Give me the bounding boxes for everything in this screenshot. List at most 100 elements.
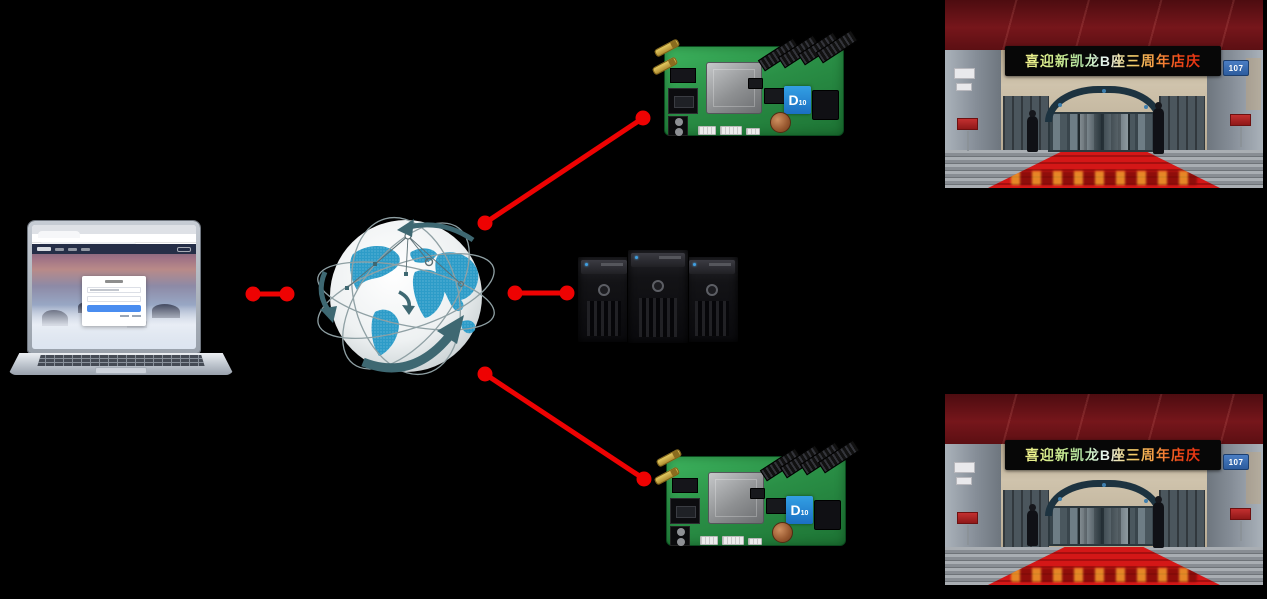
internet-globe <box>311 214 499 386</box>
white-connector <box>700 536 718 545</box>
facade-column <box>945 50 1001 150</box>
led-sign-text: 喜迎新凯龙B座三周年店庆 <box>1024 53 1202 69</box>
browser-tab-bar <box>32 225 196 238</box>
person-silhouette <box>1027 504 1038 546</box>
login-button <box>87 304 141 312</box>
red-sign-stand <box>1230 508 1251 541</box>
door-number-plate: 107 <box>1223 60 1249 76</box>
nav-button <box>177 246 191 252</box>
login-links <box>87 314 141 317</box>
globe-graphic <box>317 216 495 376</box>
server-tower <box>627 249 689 344</box>
web-login-page <box>32 244 196 349</box>
network-nodes <box>345 232 465 290</box>
red-sign-stand <box>957 118 978 151</box>
orbit-rings <box>317 216 495 376</box>
led-display-photo-2: 喜迎新凯龙B座三周年店庆 107 <box>945 394 1263 585</box>
nav-item <box>68 247 77 251</box>
server-tower <box>577 256 631 343</box>
drive-bay <box>709 263 731 266</box>
link-endpoint <box>559 285 575 301</box>
vent-grille <box>638 298 678 337</box>
model-label-main: D <box>790 502 801 518</box>
wall-plaque <box>954 68 975 79</box>
power-terminal <box>670 526 690 546</box>
person-silhouette <box>1153 496 1164 548</box>
vendor-badge <box>706 284 718 297</box>
white-connector <box>746 128 760 135</box>
person-silhouette <box>1027 110 1038 152</box>
link-endpoint <box>636 471 652 487</box>
usb-port <box>672 478 698 493</box>
link-endpoint <box>635 110 651 126</box>
site-navbar <box>32 244 196 254</box>
window-glow <box>1246 452 1261 504</box>
led-display-photo-1: 喜迎新凯龙B座三周年店庆 107 <box>945 0 1263 188</box>
model-label: D 10 <box>784 86 811 114</box>
processor-chip <box>814 500 841 530</box>
laptop-keyboard-deck <box>8 353 234 375</box>
media-server <box>577 249 739 345</box>
memory-chip <box>748 78 763 89</box>
led-sign: 喜迎新凯龙B座三周年店庆 <box>1005 46 1221 76</box>
led-sign: 喜迎新凯龙B座三周年店庆 <box>1005 440 1221 470</box>
model-label-main: D <box>788 92 799 108</box>
browser-window <box>32 225 196 349</box>
login-title-bar <box>105 279 123 283</box>
login-dialog <box>82 275 146 326</box>
drive-bay <box>601 263 623 266</box>
red-sign-stand <box>1230 114 1251 147</box>
laptop-client <box>8 216 234 378</box>
vent-grille <box>587 301 621 336</box>
coin-battery <box>770 112 791 133</box>
red-carpet <box>988 547 1220 585</box>
led-controller-card-1: D 10 <box>651 29 859 140</box>
led-controller-card-2: D 10 <box>653 439 861 550</box>
white-connector <box>698 126 716 135</box>
memory-chip <box>764 88 786 104</box>
awning-ceiling <box>945 0 1263 50</box>
link-endpoint <box>245 286 261 302</box>
drive-bay-panel <box>689 260 735 274</box>
drive-bay <box>659 256 681 259</box>
white-connector <box>720 126 742 135</box>
login-link <box>120 314 129 317</box>
vent-grille <box>695 301 729 336</box>
carpet-characters <box>1011 568 1197 582</box>
glass-window <box>1003 96 1049 150</box>
led-sign-text: 喜迎新凯龙B座三周年店庆 <box>1024 447 1202 463</box>
server-tower <box>685 256 739 343</box>
link-internet-controller-2 <box>483 371 646 482</box>
network-rays <box>346 235 462 289</box>
wall-plaque <box>954 462 975 473</box>
trackpad <box>95 367 147 374</box>
usb-port <box>670 68 696 83</box>
processor-chip <box>812 90 839 120</box>
username-field <box>87 286 141 293</box>
keyboard <box>37 355 205 366</box>
link-internet-controller-1 <box>483 115 645 226</box>
password-field <box>87 295 141 302</box>
arrow-heads <box>320 219 464 344</box>
site-logo <box>37 247 51 251</box>
power-led <box>693 263 696 266</box>
nav-item <box>55 247 64 251</box>
link-endpoint <box>477 215 493 231</box>
nav-item <box>81 247 90 251</box>
vendor-badge <box>598 284 610 297</box>
model-label: D 10 <box>786 496 813 524</box>
person-silhouette <box>1153 102 1164 154</box>
memory-chip <box>766 498 788 514</box>
power-led <box>635 256 638 259</box>
login-link <box>132 314 141 317</box>
red-sign-stand <box>957 512 978 545</box>
glass-window <box>1003 490 1049 547</box>
drive-bay-panel <box>581 260 627 274</box>
link-endpoint <box>477 366 493 382</box>
white-connector <box>722 536 744 545</box>
coin-battery <box>772 522 793 543</box>
power-terminal <box>668 116 688 136</box>
carpet-characters <box>1011 171 1197 185</box>
